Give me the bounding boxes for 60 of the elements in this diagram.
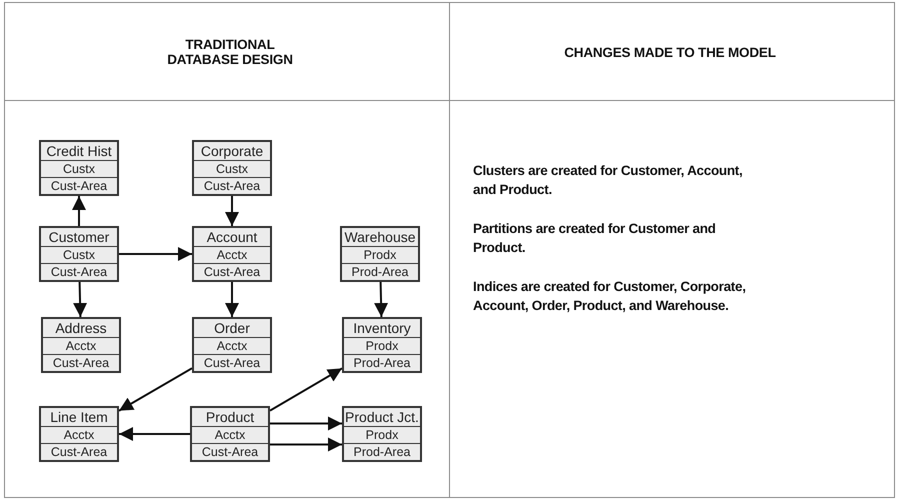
arrow (73, 282, 88, 318)
index-name: Acctx (41, 426, 117, 443)
arrow (119, 427, 190, 441)
entity-name: Product (204, 408, 256, 426)
arrow (270, 438, 342, 452)
entity-name: Inventory (352, 319, 412, 337)
index-name: Custx (194, 160, 270, 177)
entity-box (39, 406, 119, 462)
entity-box (342, 406, 422, 462)
area-name: Cust-Area (194, 354, 270, 371)
entity-name: Corporate (200, 142, 264, 160)
index-name: Prodx (344, 337, 420, 354)
entity-name: Line Item (49, 408, 109, 426)
arrow (72, 196, 86, 226)
area-name: Prod-Area (344, 354, 420, 371)
area-name: Cust-Area (41, 443, 117, 460)
entity-name: Product Jct. (344, 408, 420, 426)
note-text: Clusters are created for Customer, Account, and Product. (473, 162, 744, 199)
column-header: TRADITIONAL DATABASE DESIGN (166, 37, 294, 67)
index-name: Prodx (344, 426, 420, 443)
area-name: Prod-Area (344, 443, 420, 460)
entity-name: Customer (48, 228, 110, 246)
index-name: Acctx (194, 246, 270, 263)
index-name: Custx (41, 246, 117, 263)
area-name: Cust-Area (43, 354, 119, 371)
area-name: Cust-Area (41, 263, 117, 280)
index-name: Custx (41, 160, 117, 177)
entity-box (192, 226, 272, 282)
index-name: Prodx (342, 246, 418, 263)
area-name: Prod-Area (342, 263, 418, 280)
entity-name: Order (213, 319, 251, 337)
area-name: Cust-Area (192, 443, 268, 460)
index-name: Acctx (194, 337, 270, 354)
entity-name: Account (206, 228, 258, 246)
entity-box (190, 406, 270, 462)
entity-box (41, 317, 121, 373)
entity-name: Address (54, 319, 108, 337)
entity-box (192, 140, 272, 196)
area-name: Cust-Area (194, 177, 270, 194)
area-name: Cust-Area (194, 263, 270, 280)
entity-box (342, 317, 422, 373)
arrow (119, 247, 192, 261)
arrow (225, 282, 239, 317)
note-text: Partitions are created for Customer and Product. (473, 220, 717, 257)
entity-box (340, 226, 420, 282)
entity-box (39, 226, 119, 282)
entity-box (39, 140, 119, 196)
note-text: Indices are created for Customer, Corporate, Account, Order, Product, and Warehouse. (473, 278, 747, 315)
index-name: Acctx (192, 426, 268, 443)
arrow (118, 367, 192, 412)
arrow (225, 196, 239, 226)
entity-box (192, 317, 272, 373)
arrow (270, 416, 342, 430)
index-name: Acctx (43, 337, 119, 354)
entity-name: Credit Hist (45, 142, 113, 160)
arrow (374, 282, 388, 318)
entity-name: Warehouse (343, 228, 417, 246)
area-name: Cust-Area (41, 177, 117, 194)
arrow (270, 368, 342, 412)
column-header: CHANGES MADE TO THE MODEL (563, 45, 777, 60)
